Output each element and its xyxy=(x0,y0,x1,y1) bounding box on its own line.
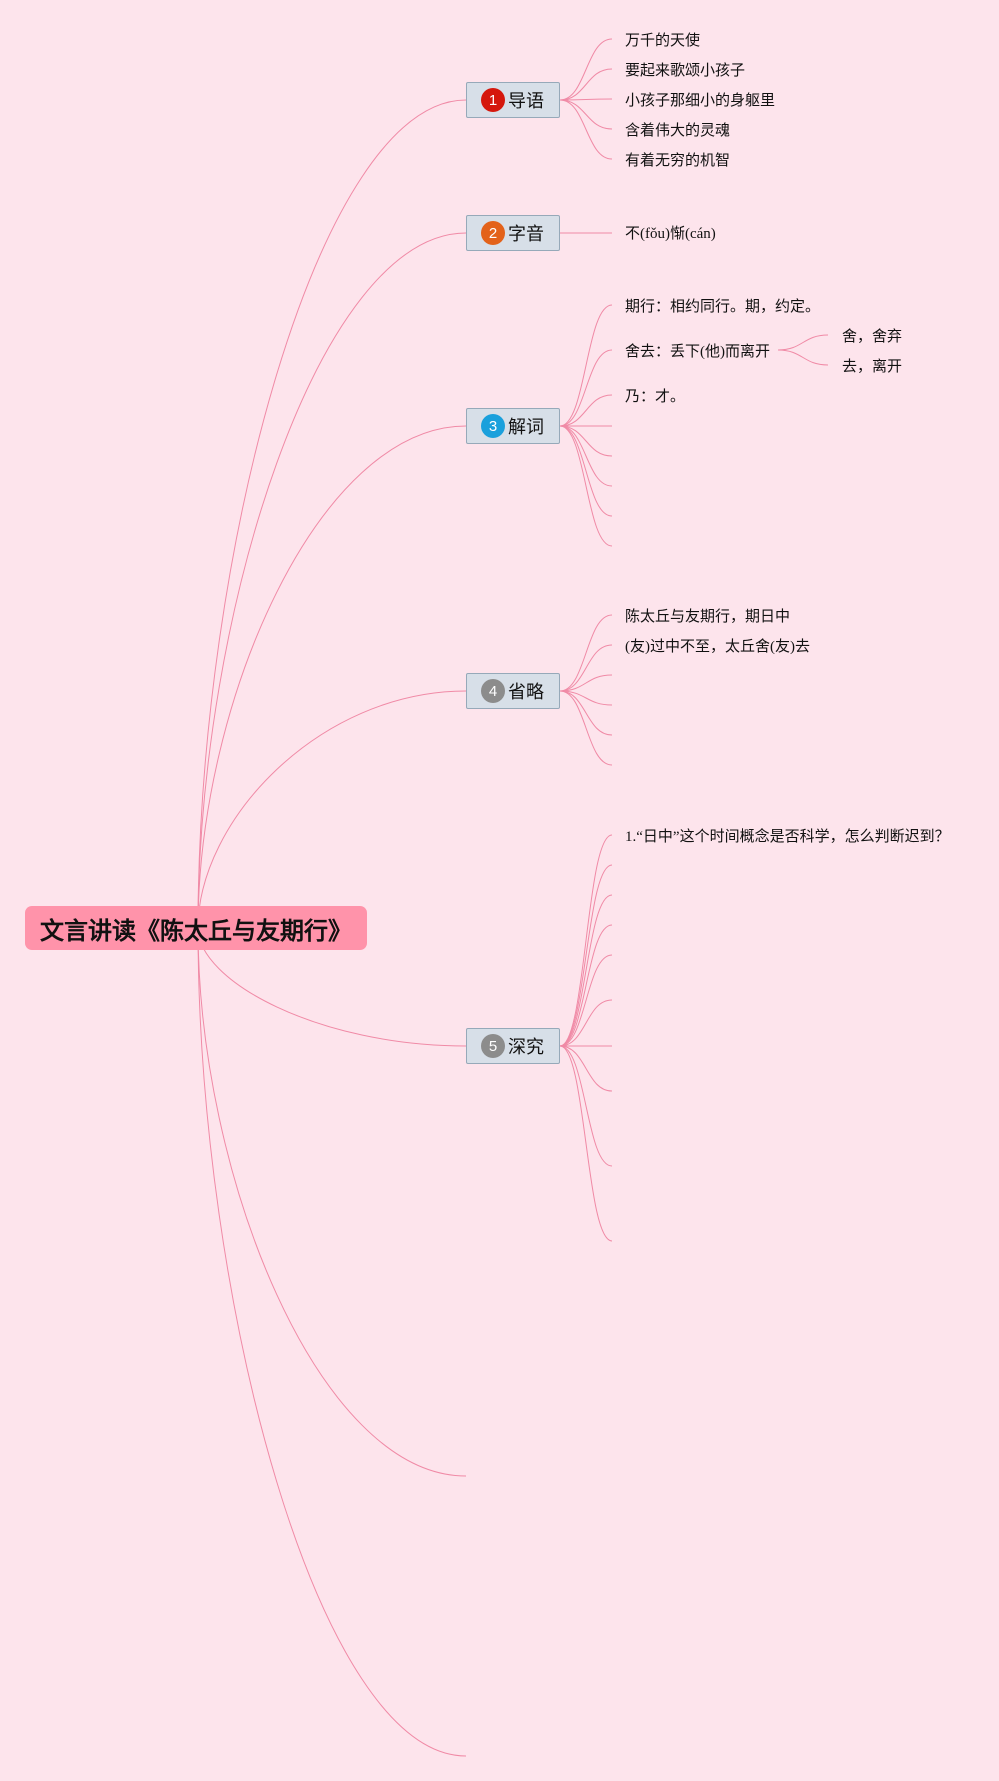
leaf-topic[interactable]: 有着无穷的机智 xyxy=(625,153,731,169)
number-3-icon: 3 xyxy=(481,414,505,438)
leaf-topic[interactable]: 1.“日中”这个时间概念是否科学，怎么判断迟到？ xyxy=(625,829,950,845)
branch-label: 导语 xyxy=(508,91,544,112)
root-topic[interactable]: 文言讲读《陈太丘与友期行》 xyxy=(25,906,367,950)
connector-line xyxy=(559,349,613,427)
sub-leaf-topic[interactable]: 舍，舍弃 xyxy=(842,329,903,345)
connector-line xyxy=(559,1045,613,1092)
connector-line xyxy=(197,927,467,1757)
number-5-icon: 5 xyxy=(481,1034,505,1058)
branch-label: 省略 xyxy=(508,682,544,703)
connector-line xyxy=(197,425,467,929)
connector-line xyxy=(559,425,613,487)
number-1-icon: 1 xyxy=(481,88,505,112)
connector-line xyxy=(559,304,613,427)
connector-line xyxy=(559,99,613,160)
leaf-topic[interactable]: 不(fǒu)惭(cán) xyxy=(625,226,716,242)
branch-topic-pronunciation[interactable]: 2 字音 xyxy=(466,215,560,251)
connector-line xyxy=(559,614,613,692)
branch-topic-intro[interactable]: 1 导语 xyxy=(466,82,560,118)
branch-topic-inquiry[interactable]: 5 深究 xyxy=(466,1028,560,1064)
connector-line xyxy=(777,349,829,366)
leaf-topic[interactable]: (友)过中不至，太丘舍(友)去 xyxy=(625,639,810,655)
connector-line xyxy=(559,1045,613,1167)
connector-line xyxy=(559,425,613,517)
connector-line xyxy=(559,99,613,130)
leaf-topic[interactable]: 含着伟大的灵魂 xyxy=(625,123,731,139)
connector-line xyxy=(777,334,829,351)
connector-line xyxy=(559,98,613,101)
sub-leaf-topic[interactable]: 去，离开 xyxy=(842,359,903,375)
leaf-topic[interactable]: 陈太丘与友期行，期日中 xyxy=(625,609,791,625)
connector-line xyxy=(559,644,613,692)
connector-line xyxy=(559,68,613,101)
branch-label: 解词 xyxy=(508,417,544,438)
number-2-icon: 2 xyxy=(481,221,505,245)
connector-line xyxy=(559,425,613,457)
connector-line xyxy=(559,674,613,692)
leaf-topic[interactable]: 小孩子那细小的身躯里 xyxy=(625,93,776,109)
connector-line xyxy=(559,690,613,736)
leaf-topic[interactable]: 乃：才。 xyxy=(625,389,686,405)
leaf-topic[interactable]: 期行：相约同行。期，约定。 xyxy=(625,299,821,315)
leaf-topic[interactable]: 要起来歌颂小孩子 xyxy=(625,63,746,79)
connector-line xyxy=(197,99,467,929)
connector-line xyxy=(559,924,613,1047)
connector-line xyxy=(559,894,613,1047)
connector-line xyxy=(559,690,613,766)
connector-line xyxy=(197,927,467,1477)
branch-topic-omission[interactable]: 4 省略 xyxy=(466,673,560,709)
connector-line xyxy=(197,232,467,929)
connector-line xyxy=(559,38,613,101)
branch-topic-vocabulary[interactable]: 3 解词 xyxy=(466,408,560,444)
connector-line xyxy=(559,999,613,1047)
connector-line xyxy=(559,394,613,427)
connector-line xyxy=(559,690,613,706)
connector-line xyxy=(559,834,613,1047)
connector-line xyxy=(559,425,613,547)
number-4-icon: 4 xyxy=(481,679,505,703)
connector-line xyxy=(197,690,467,929)
branch-label: 字音 xyxy=(508,224,544,245)
leaf-topic[interactable]: 万千的天使 xyxy=(625,33,701,49)
connector-line xyxy=(559,1045,613,1242)
connector-line xyxy=(559,864,613,1047)
connector-line xyxy=(559,954,613,1047)
branch-label: 深究 xyxy=(508,1037,544,1058)
leaf-topic[interactable]: 舍去：丢下(他)而离开 xyxy=(625,344,770,360)
